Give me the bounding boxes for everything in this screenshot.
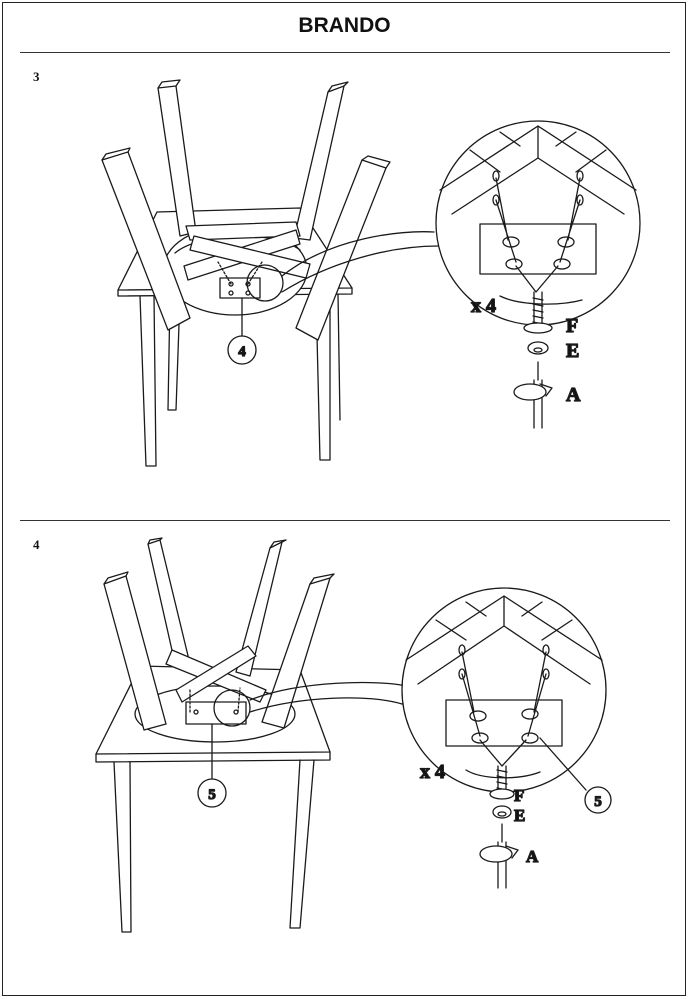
step-3-detail-zoom [435,120,641,429]
step-4-chair-illustration [95,537,407,933]
page-title: BRANDO [298,14,391,37]
step-4-detail-zoom [401,587,607,889]
step-3-quantity: x 4 [471,295,496,317]
step-4-part-a: A [526,847,539,866]
step-4-detail-callout-circle [584,786,612,814]
step-divider [20,520,670,521]
step-3-number: 3 [33,69,40,84]
step-4-part-e: E [514,806,525,825]
step-4-quantity: x 4 [420,761,445,783]
step-3-callout-number: 4 [238,344,246,360]
step-3-part-f: F [566,315,578,337]
step-4-number: 4 [33,537,40,552]
title-divider [20,52,670,53]
step-4-callout-number: 5 [208,787,216,803]
step-4-detail-callout-number: 5 [594,794,602,810]
step-3-part-e: E [566,340,579,362]
step-4-part-f: F [514,786,524,805]
step-3-part-a: A [566,384,581,406]
step-3-chair-illustration [101,79,439,467]
